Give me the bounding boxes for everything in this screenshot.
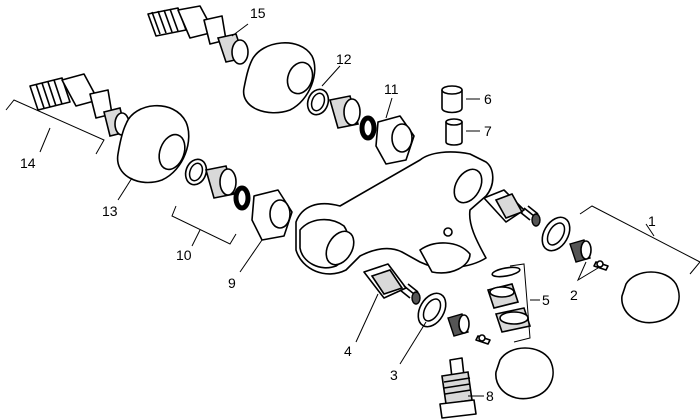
right-ring <box>541 216 571 252</box>
part-7-insert <box>445 118 463 146</box>
callout-7: 7 <box>484 123 492 139</box>
callout-6: 6 <box>484 91 492 107</box>
lower-adapter <box>447 313 470 337</box>
lower-handle <box>495 347 554 400</box>
right-cartridge <box>483 189 541 227</box>
part-10-seal-assembly <box>184 158 251 211</box>
callout-4: 4 <box>344 343 352 359</box>
lower-screw <box>475 334 491 345</box>
right-adapter <box>569 239 592 263</box>
callout-12: 12 <box>336 51 352 67</box>
callout-10: 10 <box>176 247 192 263</box>
right-screw <box>593 260 609 271</box>
callout-14: 14 <box>20 155 36 171</box>
part-12-ring <box>306 88 330 116</box>
mixer-body <box>295 151 494 275</box>
callout-5: 5 <box>542 292 550 308</box>
callout-11: 11 <box>384 81 399 97</box>
part-14-connector <box>29 73 130 137</box>
callout-9: 9 <box>228 275 236 291</box>
callout-13: 13 <box>102 203 118 219</box>
part-15-connector <box>147 5 249 65</box>
callout-2: 2 <box>570 287 578 303</box>
part-3-ring <box>417 292 447 328</box>
part-11-nut-assembly <box>328 95 415 165</box>
part-9-nut <box>251 189 293 241</box>
part-6-cap <box>441 85 463 114</box>
callout-8: 8 <box>486 388 494 404</box>
upper-rosette <box>243 42 316 114</box>
callout-3: 3 <box>390 367 398 383</box>
part-1-handle <box>621 271 680 324</box>
part-4-cartridge <box>363 263 421 305</box>
part-8-cartridge <box>439 357 477 419</box>
part-13-rosette <box>116 104 190 184</box>
callout-1: 1 <box>648 213 656 229</box>
callout-labels: 15 12 11 6 7 14 13 10 9 1 2 5 4 3 8 <box>20 5 656 404</box>
part-5-aerator <box>486 266 532 333</box>
callout-15: 15 <box>250 5 266 21</box>
leader-lines <box>5 23 700 397</box>
